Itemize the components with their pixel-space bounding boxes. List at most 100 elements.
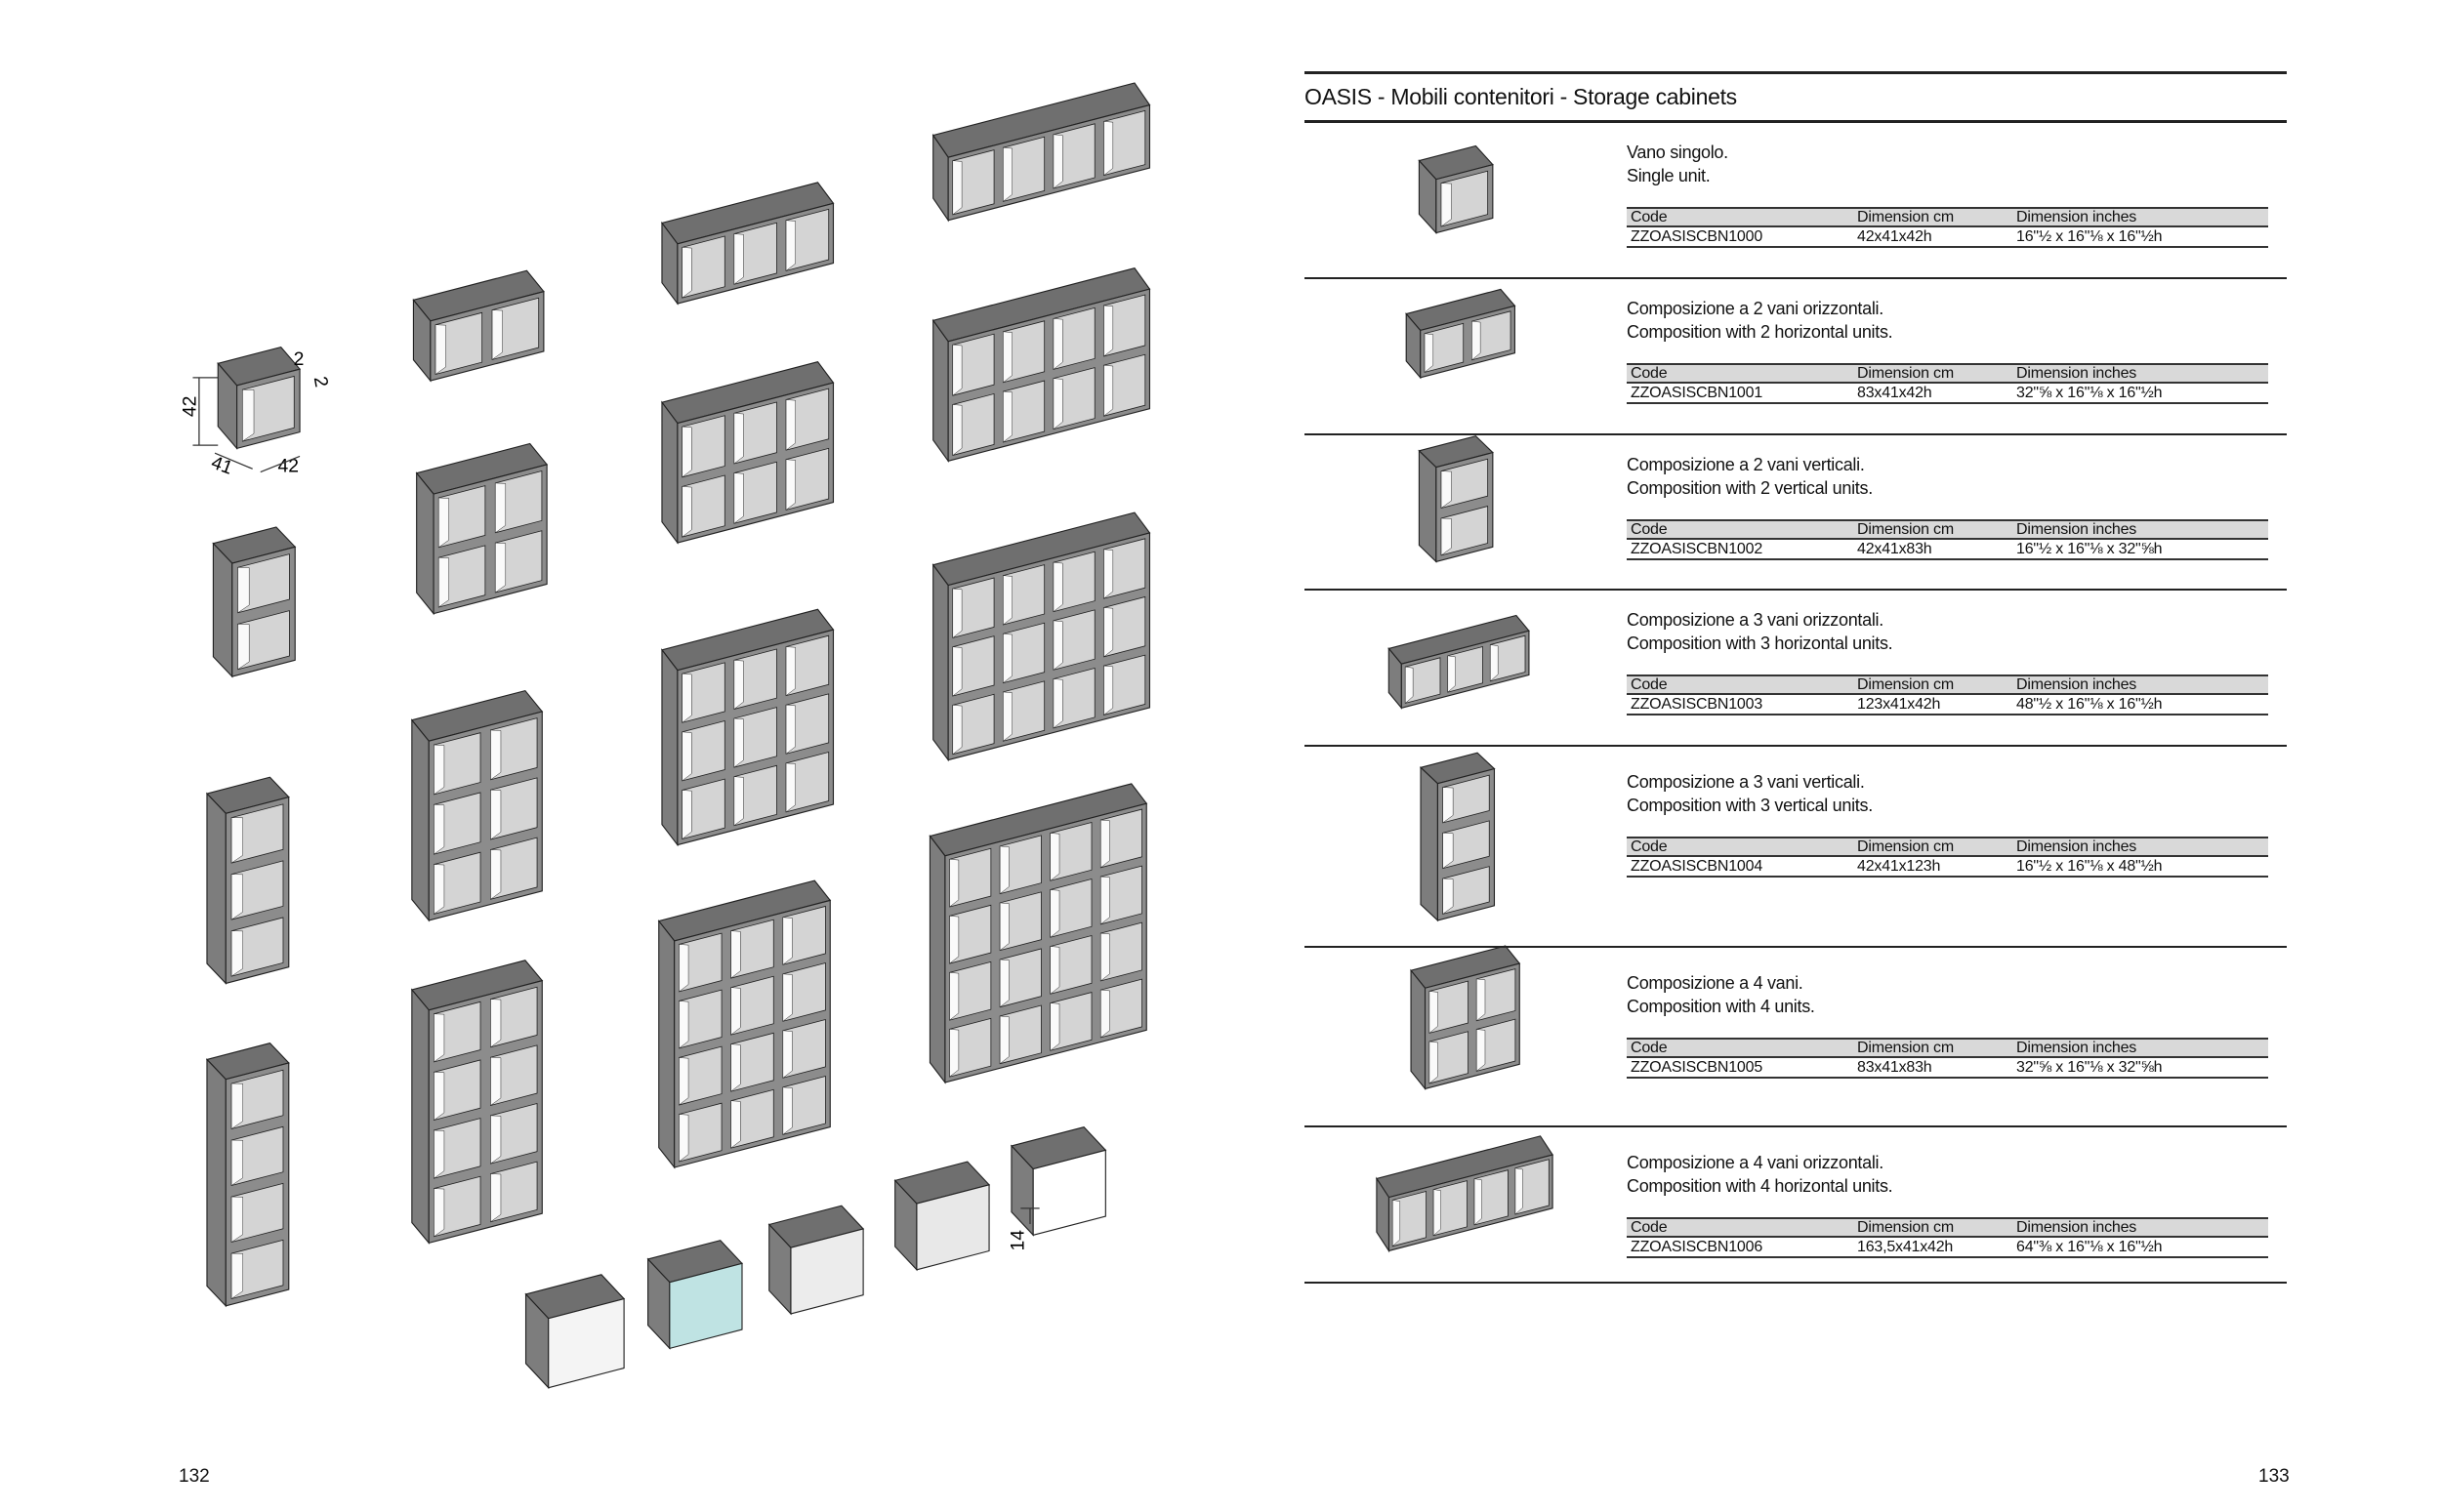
compartment-wall: [952, 160, 963, 216]
compartment-wall: [682, 790, 692, 840]
dimension-lines: [192, 377, 1040, 1225]
compartment-wall: [1490, 644, 1499, 682]
page-number-left: 132: [179, 1466, 210, 1487]
description-english: Composition with 2 horizontal units.: [1627, 322, 1893, 342]
product-row: Composizione a 4 vani. Composition with …: [1627, 971, 2271, 1079]
dimension-cm: 42x41x42h: [1857, 227, 1932, 245]
compartment-wall: [1405, 666, 1414, 704]
compartment-wall: [1003, 331, 1013, 384]
compartment-wall: [1424, 333, 1434, 373]
compartment-wall: [733, 776, 744, 827]
cabinet-side: [206, 1058, 227, 1308]
description-english: Composition with 3 horizontal units.: [1627, 633, 1893, 653]
compartment-wall: [490, 999, 502, 1048]
compartment-wall: [1103, 364, 1114, 417]
compartment-wall: [1050, 946, 1060, 995]
table-header: Code Dimension cm Dimension inches: [1627, 674, 2268, 695]
compartment-wall: [434, 864, 445, 915]
compartment-wall: [999, 902, 1010, 952]
compartment-wall: [230, 1196, 243, 1243]
cabinet-front: [790, 1228, 864, 1315]
compartment-wall: [1100, 819, 1110, 869]
compartment-wall: [682, 426, 692, 478]
compartment-wall: [999, 1015, 1010, 1065]
cabinet-front: [1032, 1149, 1106, 1237]
header-dimension-inches: Dimension inches: [2016, 838, 2137, 855]
row-separator: [1304, 1125, 2287, 1127]
dimension-cm: 83x41x83h: [1857, 1058, 1932, 1076]
compartment-wall: [434, 1013, 445, 1063]
compartment-wall: [495, 482, 507, 534]
compartment-wall: [1514, 1167, 1523, 1215]
compartment-wall: [679, 1114, 689, 1163]
compartment-wall: [1473, 1178, 1482, 1226]
product-code: ZZOASISCBN1004: [1631, 857, 1763, 875]
table-header: Code Dimension cm Dimension inches: [1627, 1038, 2268, 1058]
dim-label-side: 2: [310, 375, 333, 388]
page-title: OASIS - Mobili contenitori - Storage cab…: [1304, 84, 1737, 109]
header-dimension-cm: Dimension cm: [1857, 520, 1954, 538]
dimension-cm: 123x41x42h: [1857, 695, 1941, 713]
product-row: Vano singolo. Single unit. Code Dimensio…: [1627, 141, 2271, 248]
table-header: Code Dimension cm Dimension inches: [1627, 1217, 2268, 1238]
compartment-wall: [237, 567, 250, 614]
table-header: Code Dimension cm Dimension inches: [1627, 519, 2268, 540]
product-code: ZZOASISCBN1003: [1631, 695, 1763, 713]
table-header: Code Dimension cm Dimension inches: [1627, 837, 2268, 857]
compartment-wall: [785, 762, 796, 813]
compartment-wall: [237, 624, 250, 671]
compartment-wall: [1442, 878, 1454, 915]
header-code: Code: [1631, 520, 1668, 538]
compartment-wall: [682, 731, 692, 782]
compartment-wall: [1440, 517, 1452, 556]
header-code: Code: [1631, 675, 1668, 693]
compartment-wall: [1442, 833, 1454, 870]
cabinet-side: [411, 988, 430, 1245]
compartment-wall: [1442, 787, 1454, 824]
product-row: Composizione a 3 vani orizzontali. Compo…: [1627, 608, 2271, 715]
compartment-wall: [1053, 561, 1063, 613]
cabinet-front: [548, 1297, 625, 1389]
cabinet-side: [1418, 449, 1437, 563]
product-table: Code Dimension cm Dimension inches ZZOAS…: [1627, 1217, 2268, 1258]
compartment-wall: [949, 972, 960, 1021]
compartment-wall: [952, 404, 963, 456]
compartment-wall: [999, 959, 1010, 1008]
table-row: ZZOASISCBN1006 163,5x41x42h 64"⅜ x 16"⅛ …: [1627, 1238, 2268, 1258]
table-row: ZZOASISCBN1000 42x41x42h 16"½ x 16"⅛ x 1…: [1627, 227, 2268, 248]
dimension-inches: 64"⅜ x 16"⅛ x 16"½h: [2016, 1238, 2163, 1255]
product-code: ZZOASISCBN1005: [1631, 1058, 1763, 1076]
compartment-wall: [679, 1057, 689, 1106]
cabinet-side: [416, 471, 434, 616]
description-english: Composition with 4 horizontal units.: [1627, 1176, 1893, 1196]
compartment-wall: [782, 973, 793, 1022]
compartment-wall: [1440, 470, 1452, 509]
product-row: Composizione a 3 vani verticali. Composi…: [1627, 770, 2271, 878]
table-row: ZZOASISCBN1004 42x41x123h 16"½ x 16"⅛ x …: [1627, 857, 2268, 878]
compartment-wall: [682, 247, 692, 299]
compartment-wall: [1003, 633, 1013, 684]
table-row: ZZOASISCBN1001 83x41x42h 32"⅝ x 16"⅛ x 1…: [1627, 384, 2268, 404]
compartment-wall: [230, 874, 243, 920]
row-separator: [1304, 745, 2287, 747]
compartment-wall: [1471, 320, 1481, 361]
table-header: Code Dimension cm Dimension inches: [1627, 207, 2268, 227]
compartment-wall: [434, 744, 445, 796]
description-italian: Composizione a 2 vani verticali.: [1627, 455, 1865, 474]
dim-label-leg: 14: [1008, 1230, 1029, 1251]
header-dimension-inches: Dimension inches: [2016, 208, 2137, 225]
compartment-wall: [491, 309, 503, 360]
compartment-wall: [679, 944, 689, 993]
header-dimension-cm: Dimension cm: [1857, 675, 1954, 693]
header-dimension-inches: Dimension inches: [2016, 520, 2137, 538]
header-dimension-inches: Dimension inches: [2016, 675, 2137, 693]
compartment-wall: [230, 1252, 243, 1299]
cabinet-front: [944, 802, 1147, 1083]
compartment-wall: [490, 1173, 502, 1223]
dimension-cm: 163,5x41x42h: [1857, 1238, 1954, 1255]
header-top-rule: [1304, 71, 2287, 74]
row-separator: [1304, 277, 2287, 279]
compartment-wall: [682, 486, 692, 538]
compartment-wall: [1100, 932, 1110, 982]
description-english: Composition with 2 vertical units.: [1627, 478, 1873, 498]
